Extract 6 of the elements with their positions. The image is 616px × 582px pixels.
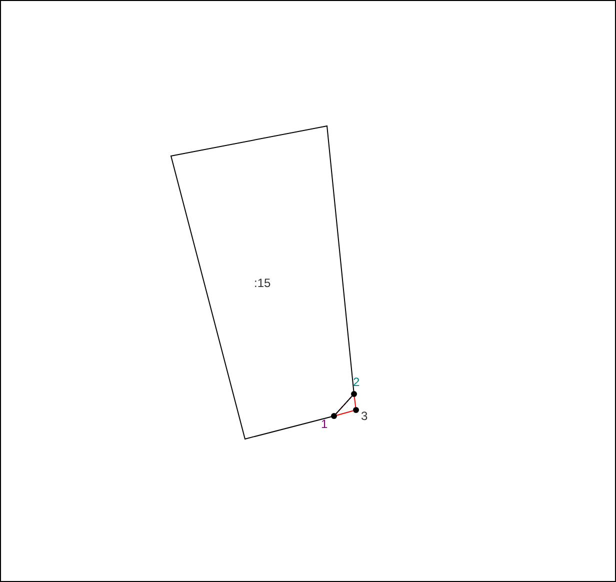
area-label: :15 xyxy=(254,276,271,290)
boundary-line xyxy=(354,396,356,408)
point-number: 1 xyxy=(321,417,328,431)
point-number: 2 xyxy=(353,375,360,389)
point-number: 3 xyxy=(361,409,368,423)
boundary-line xyxy=(336,410,354,416)
